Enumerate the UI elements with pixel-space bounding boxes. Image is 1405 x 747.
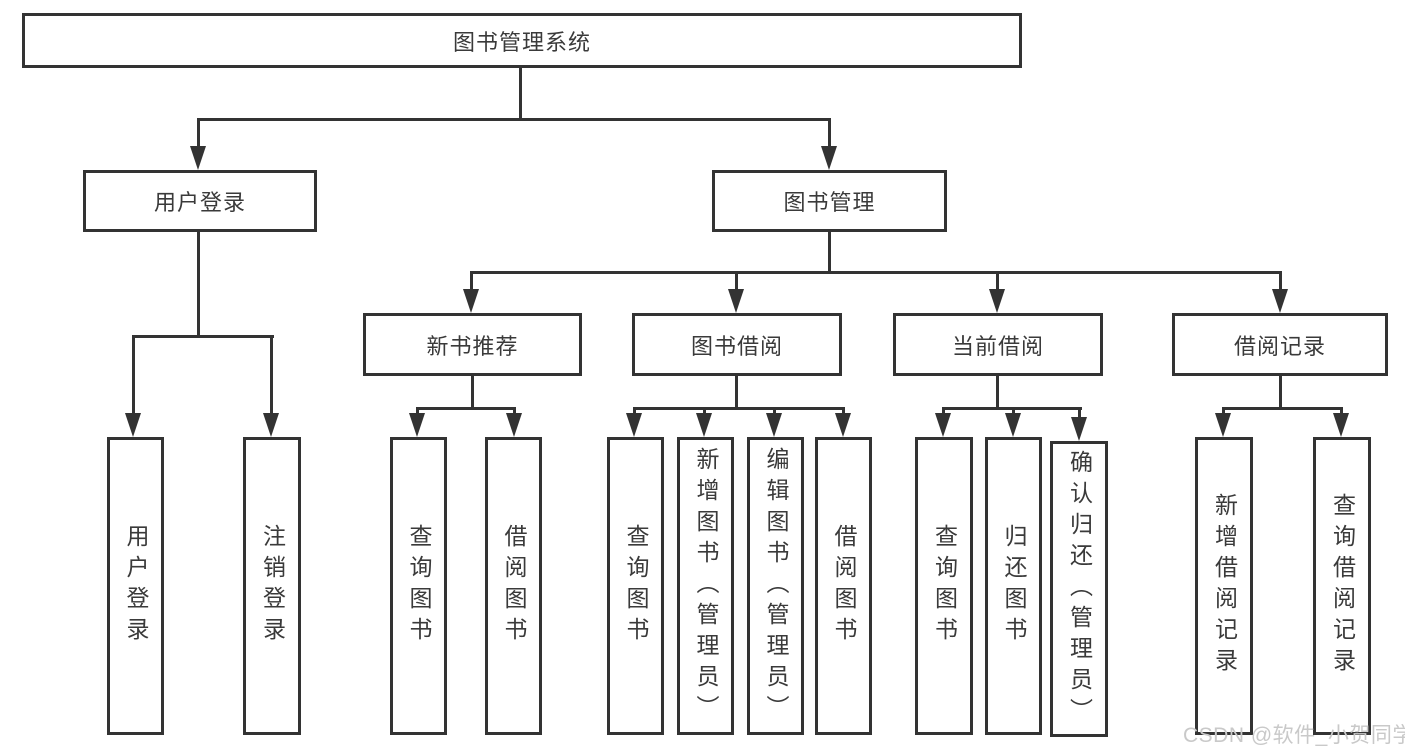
connector-borrow-records-rail — [1222, 407, 1343, 410]
connector-cb-leaf2-shaft — [1012, 407, 1015, 417]
leaf-br-add-record: 新增借阅记录 — [1195, 437, 1253, 735]
connector-nb-leaf2-shaft — [513, 407, 516, 417]
arrow-book-borrow-icon — [728, 289, 744, 313]
leaf-nb-query-books: 查询图书 — [390, 437, 447, 735]
leaf-bb-borrow-books-label: 借阅图书 — [831, 524, 857, 648]
leaf-br-query-record-label: 查询借阅记录 — [1329, 493, 1356, 679]
connector-bb-leaf4-shaft — [842, 407, 845, 417]
connector-user-login-stem — [197, 232, 200, 338]
connector-cb-leaf3-shaft — [1078, 407, 1081, 421]
leaf-user-login: 用户登录 — [107, 437, 164, 735]
arrow-login-leaf2-icon — [263, 413, 279, 437]
leaf-cb-confirm-return: 确认归还（管理员） — [1050, 441, 1108, 737]
arrow-br-leaf2-icon — [1333, 413, 1349, 437]
leaf-cb-query-books-label: 查询图书 — [931, 524, 958, 648]
leaf-bb-edit-books-label: 编辑图书（管理员） — [763, 446, 789, 726]
connector-user-login-shaft — [197, 118, 200, 152]
arrow-nb-leaf2-icon — [506, 413, 522, 437]
node-user-login: 用户登录 — [83, 170, 317, 232]
leaf-br-query-record: 查询借阅记录 — [1313, 437, 1371, 735]
connector-root-rail — [197, 118, 831, 121]
watermark: CSDN @软件_小贺同学 — [1183, 724, 1405, 747]
node-new-books: 新书推荐 — [363, 313, 582, 376]
connector-borrow-records-shaft — [1279, 271, 1282, 293]
arrow-cb-leaf1-icon — [935, 413, 951, 437]
arrow-current-borrow-icon — [989, 289, 1005, 313]
node-borrow-records: 借阅记录 — [1172, 313, 1388, 376]
arrow-bb-leaf1-icon — [626, 413, 642, 437]
node-borrow-records-label: 借阅记录 — [1233, 333, 1326, 359]
connector-book-borrow-rail — [633, 407, 845, 410]
connector-root-stem — [519, 67, 522, 121]
leaf-bb-edit-books: 编辑图书（管理员） — [747, 437, 804, 735]
leaf-bb-borrow-books: 借阅图书 — [815, 437, 872, 735]
connector-br-leaf2-shaft — [1340, 407, 1343, 417]
connector-borrow-records-stem — [1279, 376, 1282, 410]
arrow-bb-leaf3-icon — [766, 413, 782, 437]
arrow-new-books-icon — [463, 289, 479, 313]
connector-book-borrow-stem — [735, 376, 738, 410]
leaf-bb-query-books: 查询图书 — [607, 437, 664, 735]
arrow-borrow-records-icon — [1272, 289, 1288, 313]
connector-br-leaf1-shaft — [1222, 407, 1225, 417]
arrow-cb-leaf3-icon — [1071, 417, 1087, 441]
connector-current-borrow-stem — [996, 376, 999, 410]
leaf-br-add-record-label: 新增借阅记录 — [1211, 493, 1238, 679]
node-user-login-label: 用户登录 — [153, 190, 246, 215]
arrow-cb-leaf2-icon — [1005, 413, 1021, 437]
leaf-nb-query-books-label: 查询图书 — [406, 524, 432, 648]
connector-cb-leaf1-shaft — [942, 407, 945, 417]
connector-new-books-shaft — [470, 271, 473, 293]
leaf-cb-confirm-return-label: 确认归还（管理员） — [1066, 449, 1093, 729]
connector-new-books-stem — [471, 376, 474, 410]
leaf-nb-borrow-books: 借阅图书 — [485, 437, 542, 735]
node-root-label: 图书管理系统 — [452, 29, 591, 55]
connector-book-mgmt-shaft — [828, 118, 831, 152]
connector-bb-leaf1-shaft — [633, 407, 636, 417]
arrow-br-leaf1-icon — [1215, 413, 1231, 437]
leaf-bb-add-books-label: 新增图书（管理员） — [693, 446, 719, 726]
arrow-bb-leaf2-icon — [696, 413, 712, 437]
leaf-logout-label: 注销登录 — [259, 524, 286, 648]
leaf-cb-return-books-label: 归还图书 — [1001, 524, 1027, 648]
connector-user-login-rail — [132, 335, 274, 338]
connector-current-borrow-shaft — [996, 271, 999, 293]
leaf-bb-query-books-label: 查询图书 — [623, 524, 649, 648]
node-book-mgmt-label: 图书管理 — [783, 190, 876, 215]
node-new-books-label: 新书推荐 — [426, 333, 519, 359]
arrow-bb-leaf4-icon — [835, 413, 851, 437]
connector-login-leaf2-shaft — [270, 335, 273, 417]
node-current-borrow: 当前借阅 — [893, 313, 1103, 376]
leaf-nb-borrow-books-label: 借阅图书 — [501, 524, 527, 648]
connector-new-books-rail — [416, 407, 516, 410]
arrow-user-login-icon — [190, 146, 206, 170]
leaf-cb-query-books: 查询图书 — [915, 437, 973, 735]
connector-book-mgmt-stem — [828, 232, 831, 274]
leaf-logout: 注销登录 — [243, 437, 301, 735]
connector-login-leaf1-shaft — [132, 335, 135, 417]
connector-book-borrow-shaft — [735, 271, 738, 293]
leaf-user-login-label: 用户登录 — [123, 524, 149, 648]
arrow-book-mgmt-icon — [821, 146, 837, 170]
connector-bb-leaf3-shaft — [773, 407, 776, 417]
connector-nb-leaf1-shaft — [416, 407, 419, 417]
leaf-bb-add-books: 新增图书（管理员） — [677, 437, 734, 735]
node-root: 图书管理系统 — [22, 13, 1022, 68]
leaf-cb-return-books: 归还图书 — [985, 437, 1042, 735]
node-book-mgmt: 图书管理 — [712, 170, 947, 232]
node-book-borrow-label: 图书借阅 — [690, 333, 783, 359]
node-book-borrow: 图书借阅 — [632, 313, 842, 376]
node-current-borrow-label: 当前借阅 — [951, 333, 1044, 359]
arrow-login-leaf1-icon — [125, 413, 141, 437]
connector-bb-leaf2-shaft — [703, 407, 706, 417]
arrow-nb-leaf1-icon — [409, 413, 425, 437]
connector-book-mgmt-rail — [470, 271, 1282, 274]
